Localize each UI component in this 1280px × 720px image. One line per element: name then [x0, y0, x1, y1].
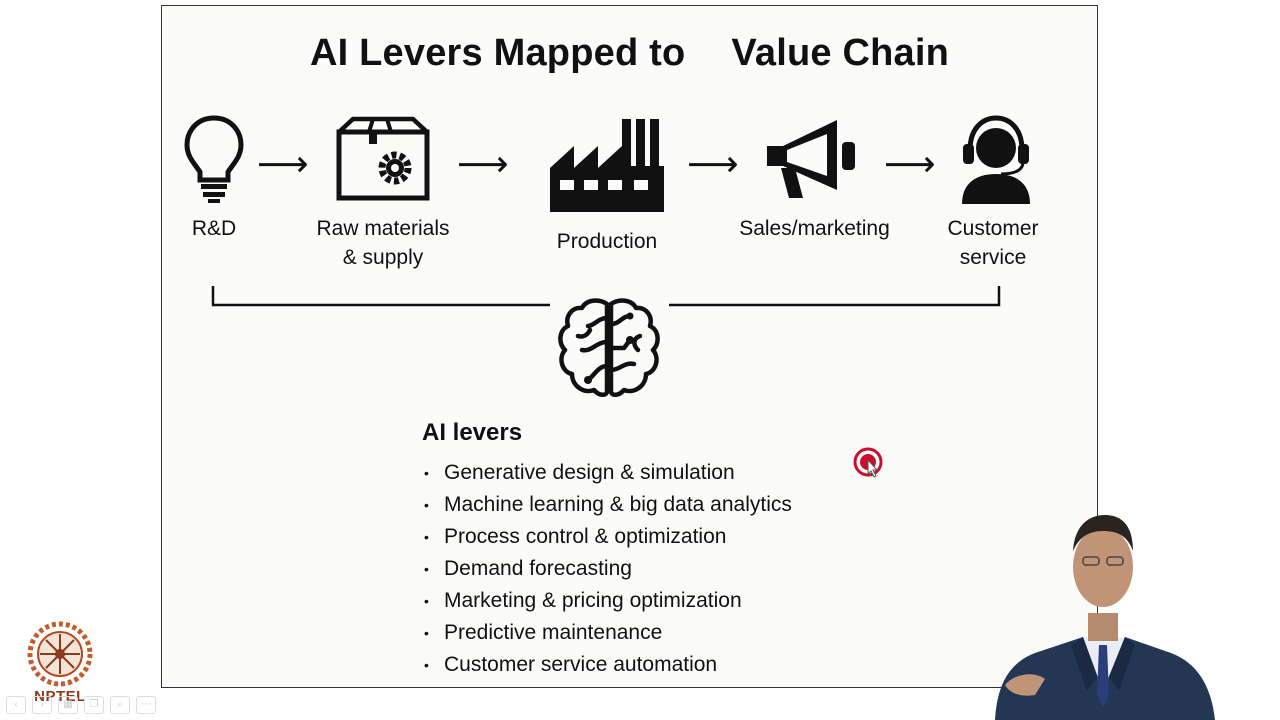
megaphone-icon	[767, 120, 855, 198]
presentation-slide: AI Levers Mapped to Value Chain R&D ⟶ Raw…	[161, 5, 1098, 688]
zoom-icon[interactable]: ⌕	[110, 696, 130, 714]
connector-bracket	[211, 286, 1001, 307]
list-item: •Predictive maintenance	[420, 617, 792, 649]
lightbulb-icon	[184, 115, 244, 203]
player-controls: ‹ › ▦ ❐ ⌕ ⋯	[6, 696, 156, 714]
list-item: •Marketing & pricing optimization	[420, 585, 792, 617]
slide-title: AI Levers Mapped to Value Chain	[162, 32, 1097, 75]
bullet: •	[424, 593, 429, 609]
box-gear-icon	[336, 116, 430, 201]
arrow-icon: ⟶	[687, 143, 739, 184]
bullet: •	[424, 529, 429, 545]
bullet: •	[424, 561, 429, 577]
stage-label-rnd: R&D	[191, 217, 237, 240]
stage-label-sales: Sales/marketing	[739, 217, 890, 240]
copy-icon[interactable]: ❐	[84, 696, 104, 714]
list-item: •Demand forecasting	[420, 553, 792, 585]
bullet: •	[424, 657, 429, 673]
arrow-icon: ⟶	[257, 143, 309, 184]
forward-icon[interactable]: ›	[32, 696, 52, 714]
list-item: •Generative design & simulation	[420, 457, 792, 489]
pointer-cursor-icon	[853, 447, 883, 478]
bullet: •	[424, 497, 429, 513]
list-item: •Machine learning & big data analytics	[420, 489, 792, 521]
grid-icon[interactable]: ▦	[58, 696, 78, 714]
slide-title-part1: AI Levers Mapped to	[309, 32, 686, 74]
brain-icon	[558, 298, 660, 397]
stage-label-production: Production	[556, 230, 658, 253]
headset-user-icon	[962, 115, 1030, 204]
bullet: •	[424, 465, 429, 481]
list-item: •Process control & optimization	[420, 521, 792, 553]
presenter-video	[995, 515, 1215, 720]
slide-title-part2: Value Chain	[731, 32, 950, 74]
levers-heading: AI levers	[422, 419, 523, 446]
back-icon[interactable]: ‹	[6, 696, 26, 714]
list-item: •Customer service automation	[420, 649, 792, 681]
bullet: •	[424, 625, 429, 641]
levers-list: •Generative design & simulation •Machine…	[420, 457, 792, 681]
nptel-emblem-icon	[27, 621, 93, 687]
arrow-icon: ⟶	[457, 143, 509, 184]
nptel-logo: NPTEL	[20, 620, 100, 710]
arrow-icon: ⟶	[884, 143, 936, 184]
stage-label-customer-service: Customer service	[947, 217, 1039, 269]
more-icon[interactable]: ⋯	[136, 696, 156, 714]
factory-icon	[550, 119, 664, 212]
stage-label-raw-materials: Raw materials & supply	[316, 217, 450, 269]
